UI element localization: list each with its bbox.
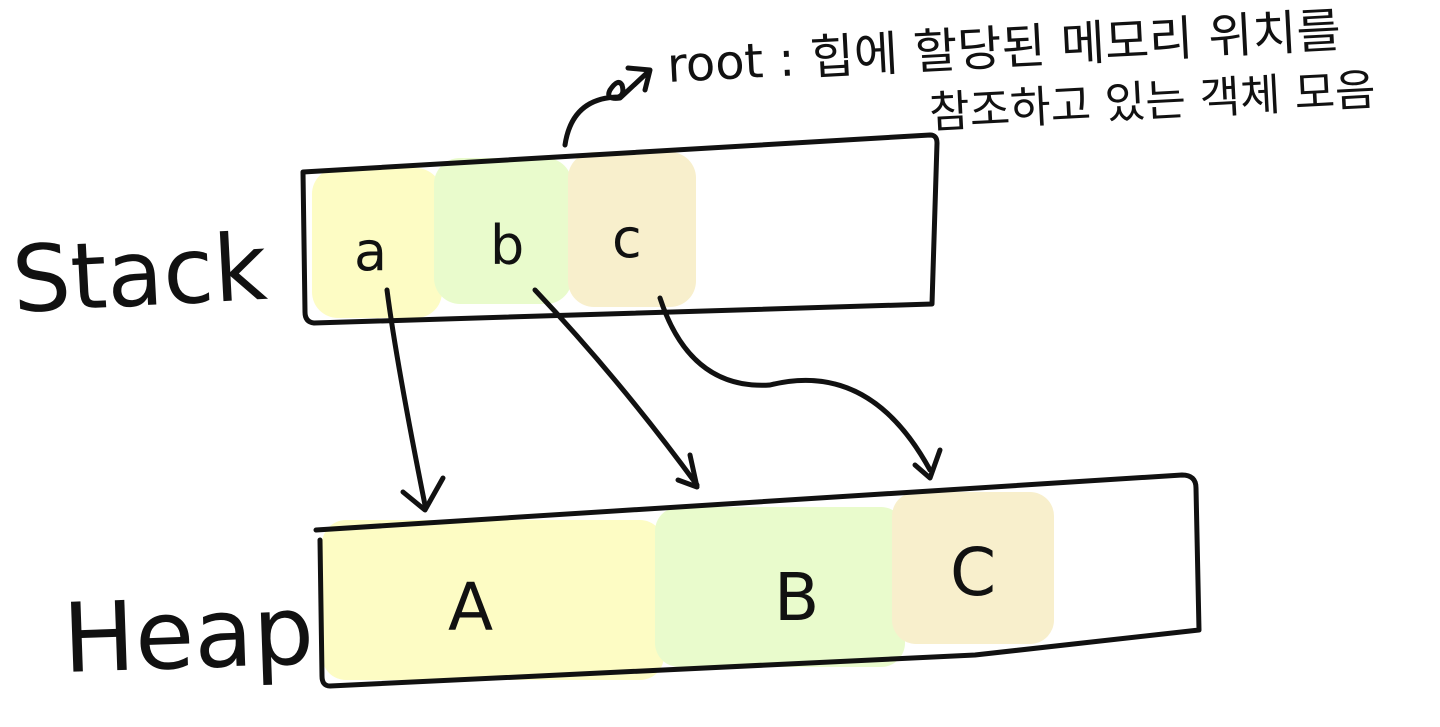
heap-outline xyxy=(313,472,1202,689)
stack-cell-a-fill xyxy=(312,168,442,318)
pointer-arrows xyxy=(384,287,943,513)
heap-cell-A-label: A xyxy=(448,569,493,646)
root-arrow xyxy=(562,69,651,148)
heap-cell-B-fill xyxy=(655,507,905,667)
heap-cell-C-label: C xyxy=(950,534,996,611)
stack-box: a b c xyxy=(300,132,940,326)
stack-label: Stack xyxy=(10,214,271,334)
stack-cell-b-fill xyxy=(434,158,572,304)
stack-outline xyxy=(300,132,940,326)
arrow-b-to-B-head xyxy=(675,452,700,490)
arrow-a-to-A xyxy=(384,287,428,508)
stack-cell-a-label: a xyxy=(354,220,387,283)
root-arrow-head xyxy=(625,65,653,93)
stack-cell-c-label: c xyxy=(612,207,642,270)
heap-cell-B-label: B xyxy=(774,559,819,636)
root-annotation: root : 힙에 할당된 메모리 위치를 참조하고 있는 객체 모음 xyxy=(562,3,1377,148)
arrow-c-to-C xyxy=(657,295,933,473)
heap-box: A B C xyxy=(313,472,1202,689)
arrow-c-to-C-head xyxy=(912,447,943,481)
heap-cell-C-fill xyxy=(892,492,1054,644)
arrow-a-to-A-head xyxy=(400,475,446,513)
stack-cell-c-fill xyxy=(568,152,696,307)
heap-label: Heap xyxy=(61,574,316,695)
heap-cell-A-fill xyxy=(322,520,664,680)
arrow-b-to-B xyxy=(532,287,700,488)
stack-cell-b-label: b xyxy=(490,214,524,277)
